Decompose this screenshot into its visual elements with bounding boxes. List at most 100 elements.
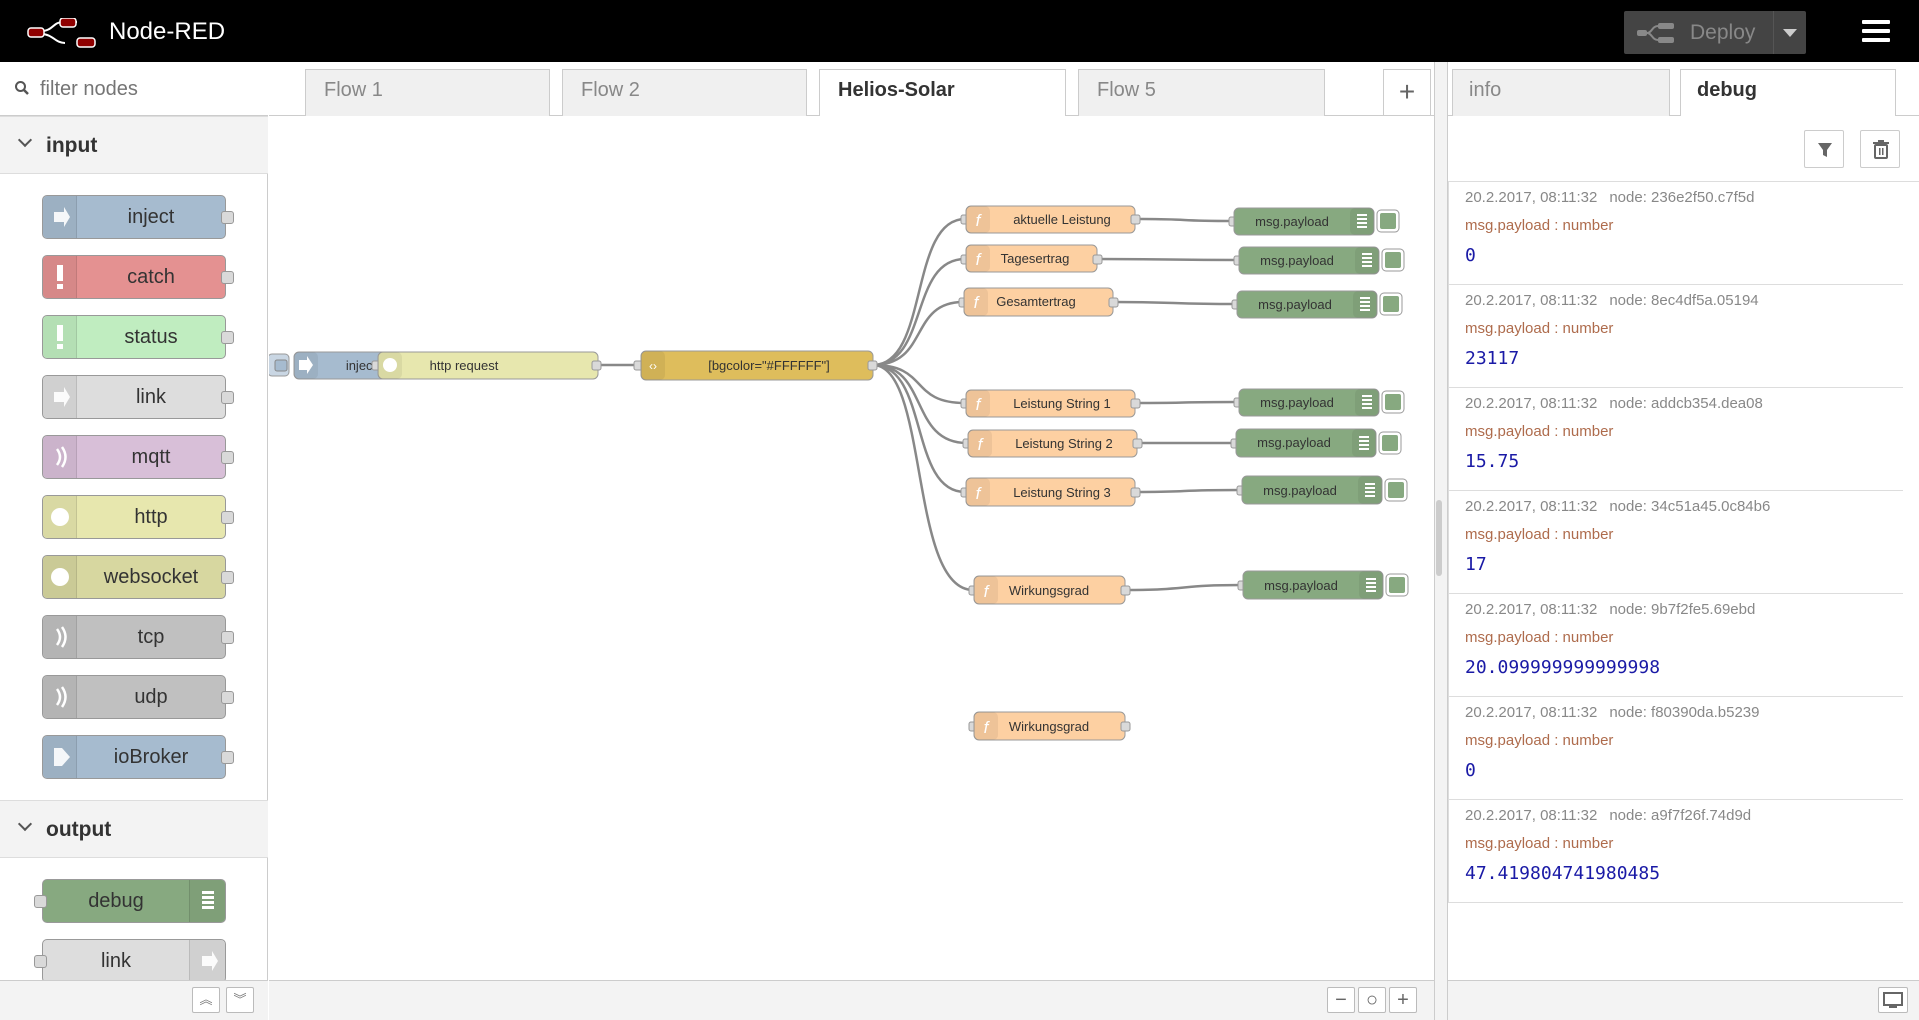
flow-node-function-leistung-string-2[interactable]: f Leistung String 2 [962,429,1143,458]
input-port[interactable] [34,895,47,908]
category-title: input [46,134,98,157]
output-port[interactable] [221,211,234,224]
flow-node-inject[interactable]: inject [269,351,390,380]
output-port[interactable] [221,331,234,344]
chevron-down-icon [17,132,33,148]
message-node-id[interactable]: node: 9b7f2fe5.69ebd [1609,601,1756,618]
output-port[interactable] [221,571,234,584]
message-time: 20.2.2017, 08:11:32 [1465,601,1598,618]
wave-icon [43,676,77,718]
output-port[interactable] [221,691,234,704]
zoom-reset-button[interactable]: ○ [1358,987,1386,1013]
tab-flow-1[interactable]: Flow 1 [305,69,550,117]
message-value: 17 [1465,554,1487,575]
hamburger-bar [1862,38,1890,42]
palette-node-status[interactable]: status [42,315,234,359]
palette-node-label: websocket [103,566,199,588]
palette-node-label: catch [127,266,175,288]
deploy-dropdown-caret-icon[interactable] [1783,29,1797,37]
palette-node-label: debug [88,890,144,912]
tab-flow-2[interactable]: Flow 2 [562,69,807,117]
message-node-id[interactable]: node: f80390da.b5239 [1609,704,1760,721]
splitter-handle[interactable] [1436,500,1442,576]
deploy-label: Deploy [1690,21,1756,44]
palette-node-inject[interactable]: inject [42,195,234,239]
palette-node-mqtt[interactable]: mqtt [42,435,234,479]
palette-node-link[interactable]: link [42,375,234,419]
palette-node-websocket[interactable]: websocket [42,555,234,599]
flow-node-debug-2[interactable]: msg.payload [1233,246,1405,275]
flow-node-function-aktuelle-leistung[interactable]: f aktuelle Leistung [960,205,1141,234]
app-title: Node-RED [109,18,226,45]
flow-node-function-wirkungsgrad[interactable]: f Wirkungsgrad [968,575,1131,605]
flow-node-debug-5[interactable]: msg.payload [1230,428,1402,458]
zoom-out-button[interactable]: − [1327,987,1355,1013]
message-time: 20.2.2017, 08:11:32 [1465,498,1598,515]
flow-node-debug-6[interactable]: msg.payload [1236,475,1408,505]
flow-node-debug-4[interactable]: msg.payload [1233,388,1405,417]
output-port[interactable] [221,511,234,524]
palette-node-http[interactable]: http [42,495,234,539]
input-port[interactable] [34,955,47,968]
flow-node-function-tagesertrag[interactable]: f Tagesertrag [960,244,1103,273]
zoom-in-button[interactable]: + [1389,987,1417,1013]
flow-node-function-gesamtertrag[interactable]: f Gesamtertrag [958,287,1119,317]
flow-node-function-leistung-string-1[interactable]: f Leistung String 1 [960,389,1141,418]
flow-node-debug-1[interactable]: msg.payload [1228,207,1400,236]
inject-arrow-icon [43,196,77,238]
expand-all-button[interactable]: ︾ [226,987,254,1013]
node-label: Wirkungsgrad [1009,719,1089,734]
category-header-input[interactable]: input [0,116,268,174]
category-title: output [46,818,112,841]
workspace-tabs: Flow 1 Flow 2 Helios-Solar Flow 5 + [269,62,1434,117]
palette-node-label: udp [134,686,168,708]
palette-node-catch[interactable]: catch [42,255,234,299]
tab-info[interactable]: info [1452,69,1670,117]
category-header-output[interactable]: output [0,800,268,858]
tab-debug[interactable]: debug [1680,69,1896,117]
output-port[interactable] [221,631,234,644]
tab-helios-solar[interactable]: Helios-Solar [819,69,1066,117]
open-dashboard-button[interactable] [1878,987,1908,1013]
collapse-all-button[interactable]: ︽ [192,987,220,1013]
palette-node-label: ioBroker [113,746,189,768]
node-label: msg.payload [1264,578,1338,593]
message-node-id[interactable]: node: 8ec4df5a.05194 [1609,292,1759,309]
flow-node-function-leistung-string-3[interactable]: f Leistung String 3 [960,477,1141,507]
flow-node-template[interactable]: ‹› [bgcolor="#FFFFFF"] [633,350,878,381]
output-port[interactable] [221,391,234,404]
message-node-id[interactable]: node: a9f7f26f.74d9d [1609,807,1752,824]
filter-button[interactable] [1804,130,1844,168]
tab-flow-5[interactable]: Flow 5 [1078,69,1325,117]
output-port[interactable] [221,451,234,464]
palette-node-link-out[interactable]: link [34,939,226,983]
output-port[interactable] [221,271,234,284]
filter-nodes-input[interactable] [38,74,248,104]
flow-node-function-wirkungsgrad-orphan[interactable]: f Wirkungsgrad [968,711,1131,741]
output-port[interactable] [221,751,234,764]
palette-footer: ︽ ︾ [0,980,268,1020]
deploy-button[interactable]: Deploy [1624,11,1806,54]
clear-debug-button[interactable] [1860,130,1900,168]
flow-canvas[interactable]: inject http request ‹› [bgcolor="#FFFFFF… [269,116,1434,980]
palette-node-debug[interactable]: debug [34,879,226,923]
message-node-id[interactable]: node: 236e2f50.c7f5d [1609,189,1755,206]
palette-node-udp[interactable]: udp [42,675,234,719]
flow-node-debug-7[interactable]: msg.payload [1237,570,1409,600]
main-menu-button[interactable] [1862,20,1890,42]
debug-message[interactable]: 20.2.2017, 08:11:32 node: 34c51a45.0c84b6… [1448,491,1903,594]
message-node-id[interactable]: node: 34c51a45.0c84b6 [1609,498,1771,515]
message-node-id[interactable]: node: addcb354.dea08 [1609,395,1763,412]
add-flow-button[interactable]: + [1383,69,1431,116]
flow-node-debug-3[interactable]: msg.payload [1231,290,1403,319]
link-arrow-icon [43,376,77,418]
palette-node-iobroker[interactable]: ioBroker [42,735,234,779]
flow-node-http-request[interactable]: http request [371,351,602,380]
palette-node-tcp[interactable]: tcp [42,615,234,659]
